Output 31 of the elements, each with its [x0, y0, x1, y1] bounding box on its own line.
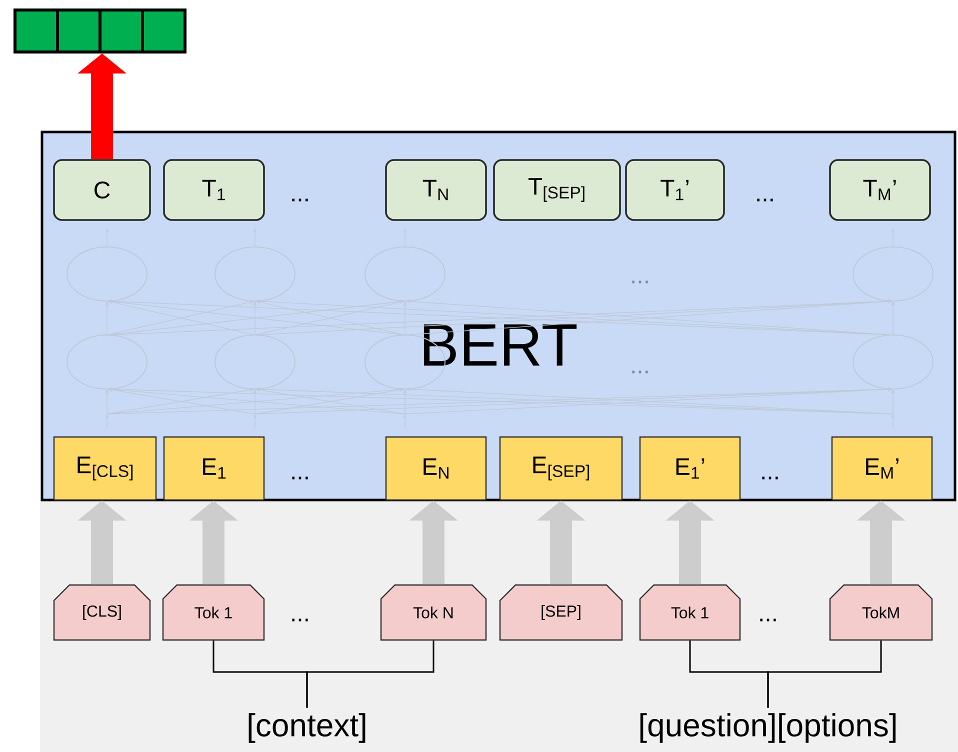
- token-box: [CLS]: [53, 584, 151, 641]
- ellipsis: ...: [632, 370, 648, 374]
- ellipsis: ...: [757, 198, 773, 202]
- group-label: [context]: [248, 713, 366, 743]
- output-box: T$_{1}$: [163, 159, 265, 221]
- output-box: T$_{M}$’: [829, 159, 931, 221]
- group-label: [question][options]: [640, 713, 896, 743]
- embedding-box: E$_{M}$’: [831, 436, 933, 501]
- ellipsis: ...: [292, 476, 308, 480]
- bracket-line: [306, 640, 434, 708]
- bracket-line: [767, 640, 882, 708]
- ellipsis: ...: [760, 618, 776, 622]
- ellipsis: ...: [762, 476, 778, 480]
- output-vector: [14, 8, 186, 54]
- embedding-box: E$_{1}$: [163, 436, 265, 501]
- embedding-box: E$_{N}$: [385, 436, 487, 501]
- ellipsis: ...: [292, 198, 308, 202]
- embedding-box: E$_{[SEP]}$: [499, 436, 623, 501]
- embedding-box: E$_{[CLS]}$: [53, 436, 157, 501]
- token-box: [SEP]: [499, 584, 623, 641]
- ellipsis: ...: [632, 280, 648, 284]
- output-box: T$_{N}$: [385, 159, 487, 221]
- token-box: Tok 1: [639, 584, 741, 641]
- output-box: C: [53, 159, 151, 221]
- output-box: T$_{1}$’: [625, 159, 725, 221]
- token-box: TokM: [829, 584, 933, 641]
- token-box: Tok 1: [162, 584, 265, 641]
- ellipsis: ...: [292, 618, 308, 622]
- token-box: Tok N: [380, 584, 487, 641]
- embedding-box: E$_{1}$’: [639, 436, 741, 501]
- output-box: T$_{[SEP]}$: [493, 159, 621, 221]
